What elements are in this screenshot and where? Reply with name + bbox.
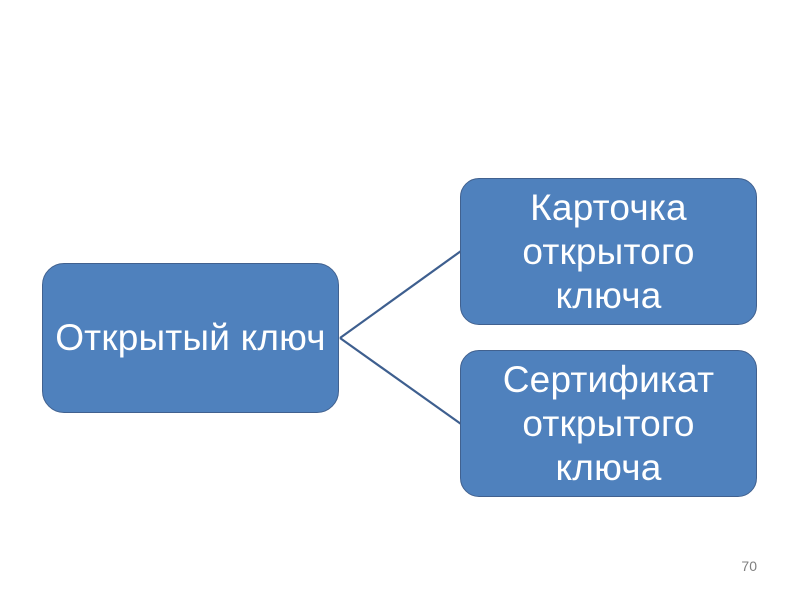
connector-root-to-bottom-child: [339, 337, 462, 425]
diagram-node-root: Открытый ключ: [42, 263, 339, 413]
diagram-node-child-card: Карточка открытого ключа: [460, 178, 757, 325]
diagram-node-root-label: Открытый ключ: [55, 317, 326, 358]
diagram-node-child-certificate: Сертификат открытого ключа: [460, 350, 757, 497]
slide-number: 70: [741, 558, 757, 574]
diagram-node-child-card-label: Карточка открытого ключа: [522, 186, 695, 316]
diagram-node-child-certificate-label: Сертификат открытого ключа: [502, 358, 715, 488]
connector-root-to-top-child: [339, 250, 462, 339]
